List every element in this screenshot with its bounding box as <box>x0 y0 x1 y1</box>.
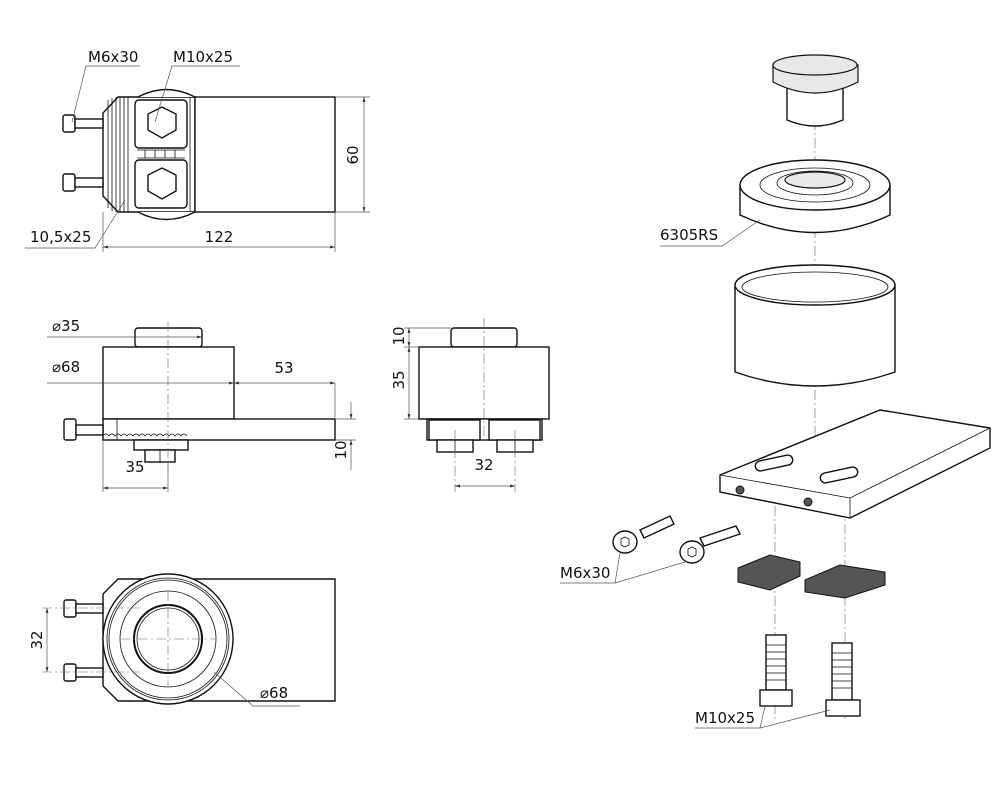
cap-part <box>772 54 859 127</box>
label-10-5x25: 10,5x25 <box>30 228 91 246</box>
dim-dia-35: ⌀35 <box>52 317 80 335</box>
housing-part <box>734 264 896 387</box>
hex-nut-icon <box>147 167 177 200</box>
bottom-view: 32 ⌀68 <box>28 573 336 707</box>
label-6305rs: 6305RS <box>660 226 718 244</box>
dim-60: 60 <box>344 145 362 164</box>
dim-35-body: 35 <box>390 370 408 389</box>
base-plate-part <box>719 409 991 519</box>
m10-bolts <box>759 634 861 717</box>
top-view: 60 122 M6x30 M10x25 10,5x25 <box>25 48 370 252</box>
label-m10x25-exploded: M10x25 <box>695 709 755 727</box>
dim-122: 122 <box>205 228 234 246</box>
dim-32-bolts: 32 <box>474 456 493 474</box>
dim-35-offset: 35 <box>125 458 144 476</box>
m6-screws <box>612 515 741 564</box>
dim-10-plate: 10 <box>332 440 350 459</box>
dim-10-cap: 10 <box>390 326 408 345</box>
label-m10x25: M10x25 <box>173 48 233 66</box>
dim-dia-68: ⌀68 <box>52 358 80 376</box>
dim-dia-68-bottom: ⌀68 <box>260 684 288 702</box>
label-m6x30: M6x30 <box>88 48 138 66</box>
top-body <box>194 96 336 213</box>
front-view: 10 35 32 <box>390 318 550 492</box>
label-m6x30-exploded: M6x30 <box>560 564 610 582</box>
slot-nuts <box>737 554 886 599</box>
dim-32-screws: 32 <box>28 630 46 649</box>
side-view: ⌀35 ⌀68 53 10 35 <box>47 317 356 492</box>
bearing-part <box>739 159 891 234</box>
hex-nut-icon <box>147 106 177 139</box>
exploded-view: 6305RS M6x30 <box>560 54 991 729</box>
dim-53: 53 <box>274 359 293 377</box>
